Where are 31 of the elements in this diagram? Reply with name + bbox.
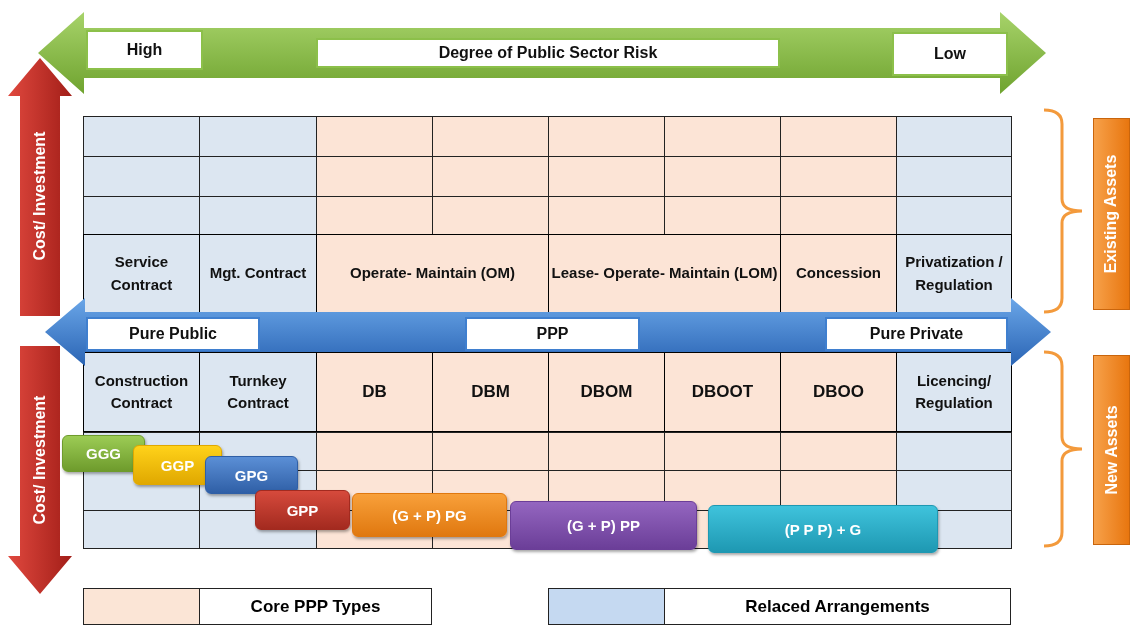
text-box: PPP (465, 317, 640, 351)
arrow-label: Cost/ Investment (31, 131, 49, 261)
legend-label: Relaced Arrangements (664, 588, 1011, 625)
text-box: Pure Public (86, 317, 260, 351)
table-cell: DB (316, 352, 433, 432)
table-cell: Concession (780, 234, 897, 313)
text-box: High (86, 30, 203, 70)
table-cell: Turnkey Contract (199, 352, 317, 432)
rounded-box: (G + P) PG (352, 493, 507, 537)
table-cell: DBOM (548, 352, 665, 432)
text-box: Low (892, 32, 1008, 76)
table-cell: DBM (432, 352, 549, 432)
table-cell: DBOO (780, 352, 897, 432)
rounded-box: GPP (255, 490, 350, 530)
rounded-box: GPG (205, 456, 298, 494)
legend-label: Core PPP Types (199, 588, 432, 625)
text-box: Pure Private (825, 317, 1008, 351)
table-cell: Lease- Operate- Maintain (LOM) (548, 234, 781, 313)
rounded-box: (P P P) + G (708, 505, 938, 553)
table-cell: Service Contract (83, 234, 200, 313)
side-box: New Assets (1093, 355, 1130, 545)
side-box: Existing Assets (1093, 118, 1130, 310)
table-cell: Construction Contract (83, 352, 200, 432)
table-cell: DBOOT (664, 352, 781, 432)
rounded-box: (G + P) PP (510, 501, 697, 550)
table-cell: Mgt. Contract (199, 234, 317, 313)
table-cell: Operate- Maintain (OM) (316, 234, 549, 313)
table-cell: Privatization / Regulation (896, 234, 1012, 313)
text-box: Degree of Public Sector Risk (316, 38, 780, 68)
table-cell: Licencing/ Regulation (896, 352, 1012, 432)
arrow-label: Cost/ Investment (31, 395, 49, 525)
